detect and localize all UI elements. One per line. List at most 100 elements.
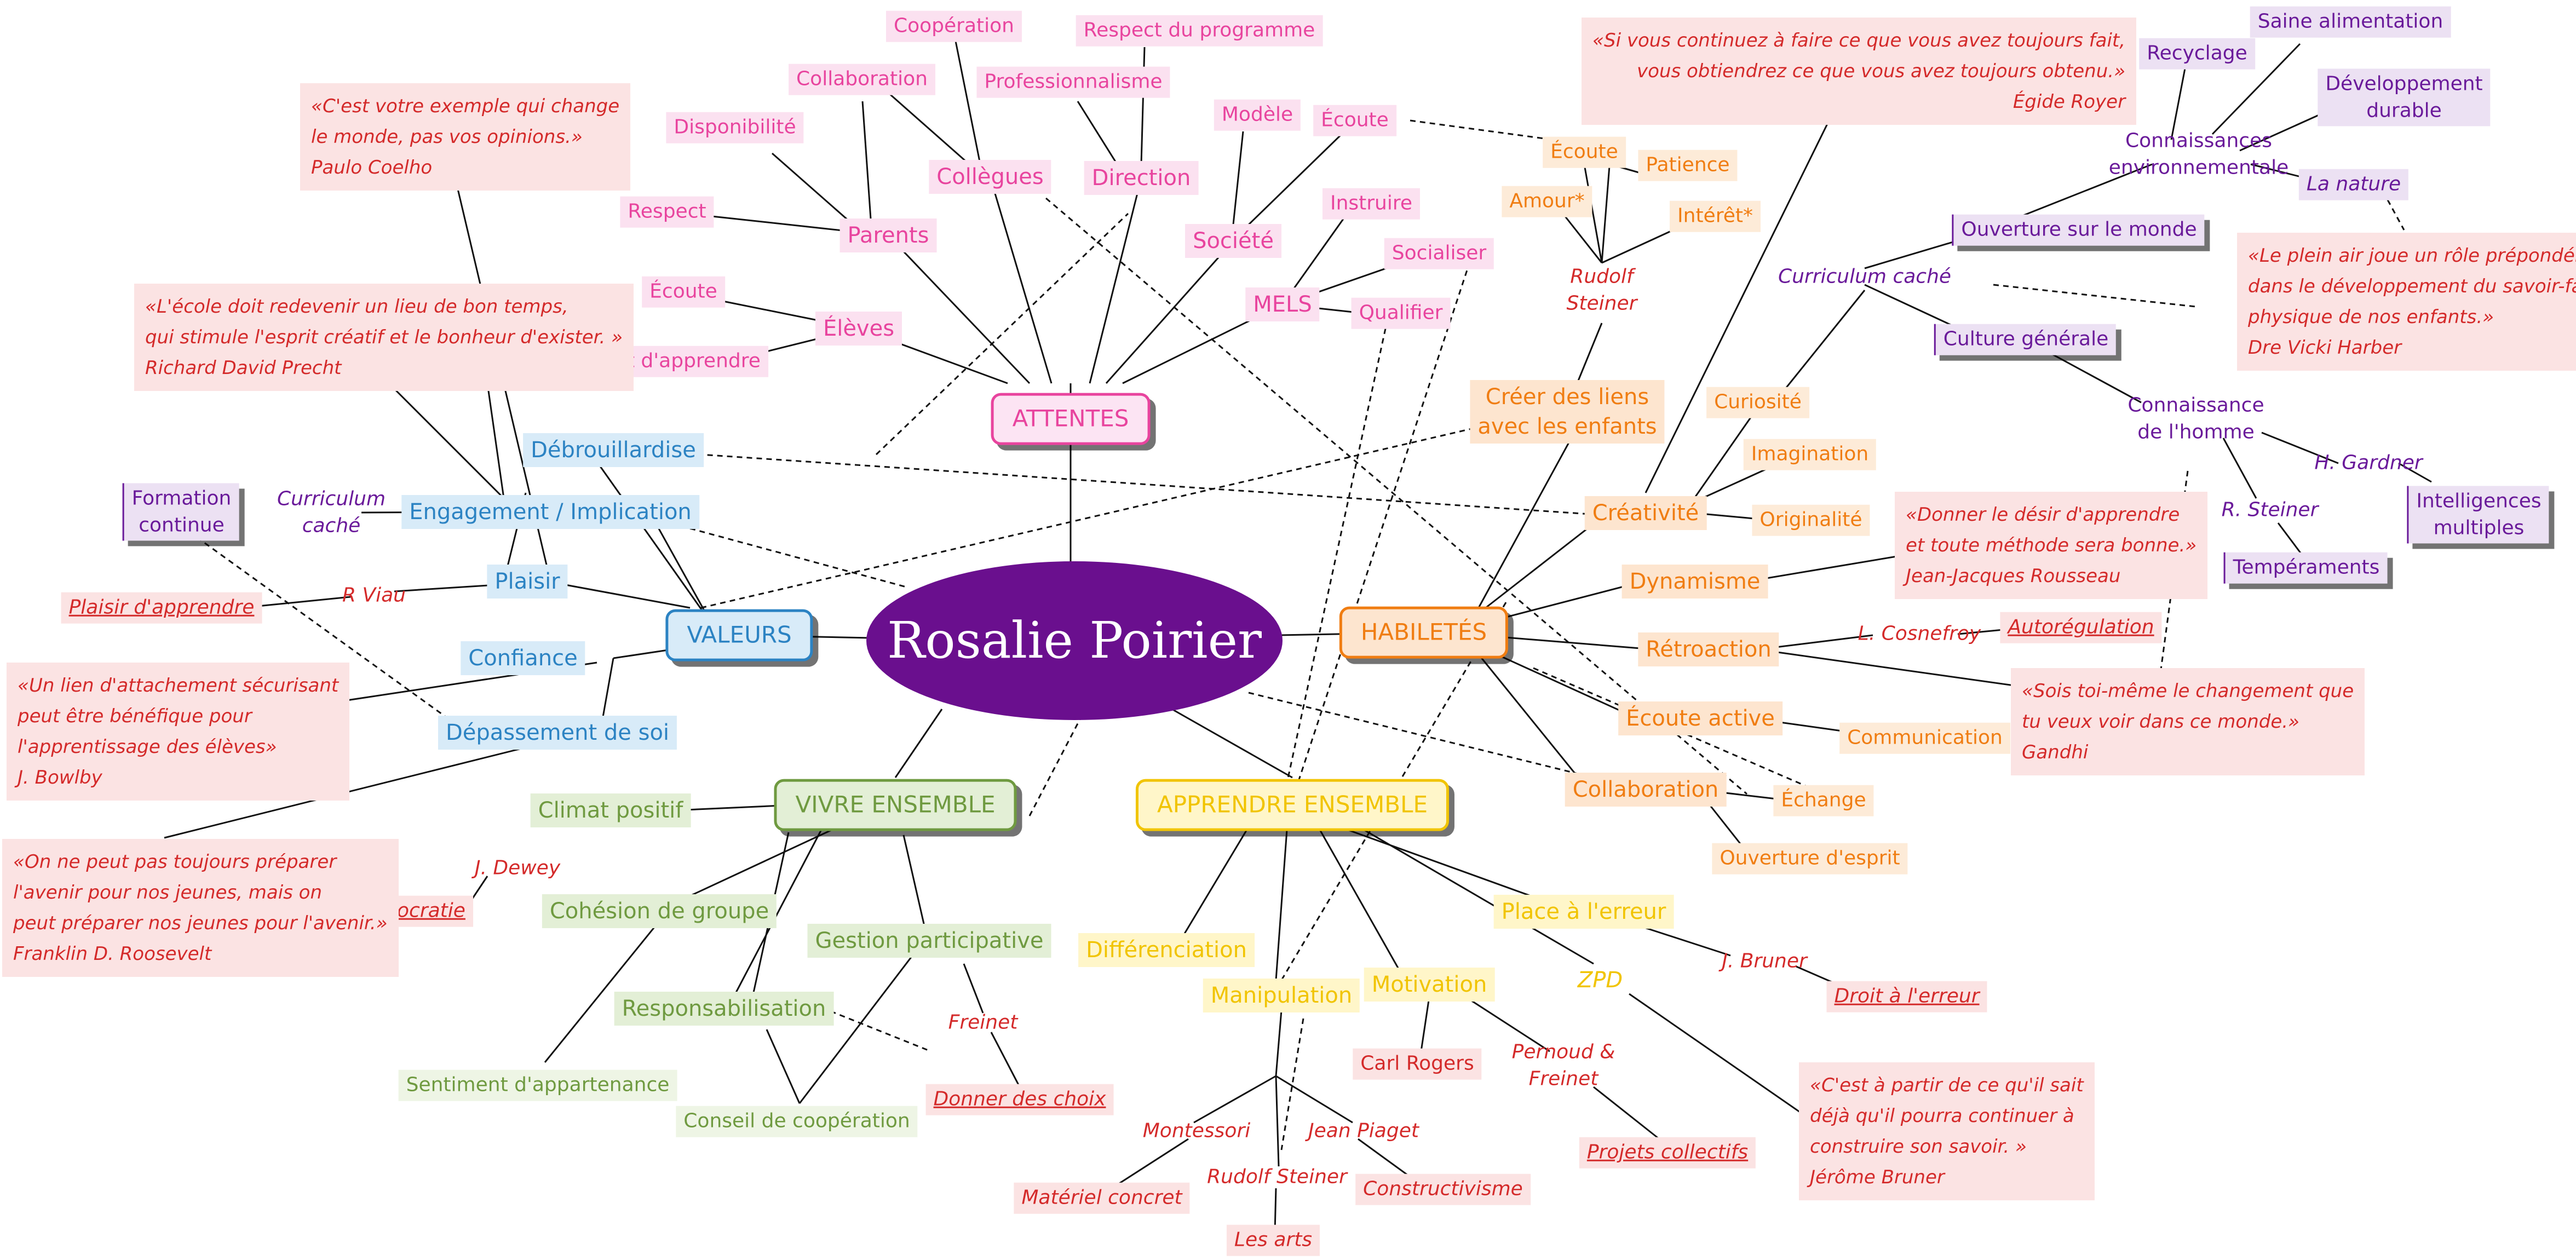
cc-la-nature[interactable]: La nature bbox=[2298, 169, 2409, 200]
cc-temperaments[interactable]: Tempéraments bbox=[2223, 552, 2388, 584]
quote-coelho[interactable]: «C'est votre exemple qui change le monde… bbox=[300, 83, 631, 191]
vivre-gestion[interactable]: Gestion participative bbox=[807, 924, 1051, 958]
cc-curriculum-cache[interactable]: Curriculum caché bbox=[1778, 265, 1952, 288]
habiletes-ecoute-active[interactable]: Écoute active bbox=[1618, 701, 1783, 735]
vivre-cohesion[interactable]: Cohésion de groupe bbox=[542, 894, 777, 928]
quote-bowlby[interactable]: «Un lien d'attachement sécurisant peut ê… bbox=[7, 663, 350, 801]
cc-gardner[interactable]: H. Gardner bbox=[2314, 451, 2423, 474]
habiletes-patience[interactable]: Patience bbox=[1638, 149, 1738, 181]
habiletes-retroaction[interactable]: Rétroaction bbox=[1638, 632, 1779, 666]
cc-steiner[interactable]: R. Steiner bbox=[2221, 498, 2319, 521]
attentes-modele[interactable]: Modèle bbox=[1214, 99, 1301, 131]
vivre-donner-choix[interactable]: Donner des choix bbox=[925, 1084, 1114, 1115]
quote-roosevelt[interactable]: «On ne peut pas toujours préparer l'aven… bbox=[2, 839, 399, 977]
apprendre-motivation[interactable]: Motivation bbox=[1364, 968, 1495, 1002]
branch-habiletes[interactable]: HABILETÉS bbox=[1339, 606, 1509, 659]
attentes-cooperation[interactable]: Coopération bbox=[886, 10, 1022, 42]
vivre-freinet[interactable]: Freinet bbox=[948, 1011, 1018, 1034]
attentes-socialiser[interactable]: Socialiser bbox=[1384, 238, 1494, 269]
habiletes-imagination[interactable]: Imagination bbox=[1743, 439, 1877, 470]
apprendre-place-erreur[interactable]: Place à l'erreur bbox=[1493, 895, 1674, 929]
attentes-mels[interactable]: MELS bbox=[1245, 287, 1320, 321]
cc-ouverture-monde[interactable]: Ouverture sur le monde bbox=[1952, 214, 2205, 246]
apprendre-projets-collectifs[interactable]: Projets collectifs bbox=[1579, 1137, 1756, 1169]
apprendre-materiel-concret[interactable]: Matériel concret bbox=[1014, 1182, 1190, 1214]
apprendre-jean-piaget[interactable]: Jean Piaget bbox=[1308, 1119, 1419, 1142]
attentes-collaboration[interactable]: Collaboration bbox=[789, 64, 935, 95]
cc-culture-generale[interactable]: Culture générale bbox=[1934, 324, 2117, 355]
apprendre-differenciation[interactable]: Différenciation bbox=[1078, 933, 1255, 967]
attentes-respect[interactable]: Respect bbox=[620, 196, 714, 228]
habiletes-communication[interactable]: Communication bbox=[1839, 722, 2010, 754]
branch-vivre-ensemble[interactable]: VIVRE ENSEMBLE bbox=[774, 779, 1017, 831]
attentes-instruire[interactable]: Instruire bbox=[1322, 188, 1421, 220]
quote-gandhi[interactable]: «Sois toi-même le changement que tu veux… bbox=[2011, 668, 2365, 776]
habiletes-creativite[interactable]: Créativité bbox=[1584, 496, 1707, 530]
attentes-qualifier[interactable]: Qualifier bbox=[1351, 297, 1451, 329]
habiletes-ecoute[interactable]: Écoute bbox=[1543, 136, 1626, 168]
habiletes-collaboration[interactable]: Collaboration bbox=[1565, 773, 1727, 807]
apprendre-manipulation[interactable]: Manipulation bbox=[1203, 979, 1360, 1012]
cc-recyclage[interactable]: Recyclage bbox=[2139, 38, 2255, 70]
valeurs-depassement[interactable]: Dépassement de soi bbox=[438, 716, 677, 750]
vivre-jdewey[interactable]: J. Dewey bbox=[474, 856, 561, 879]
branch-attentes[interactable]: ATTENTES bbox=[991, 393, 1151, 445]
apprendre-jbruner[interactable]: J. Bruner bbox=[1722, 950, 1807, 973]
habiletes-originalite[interactable]: Originalité bbox=[1752, 504, 1870, 536]
attentes-parents[interactable]: Parents bbox=[840, 218, 937, 252]
cc-saine-alimentation[interactable]: Saine alimentation bbox=[2250, 6, 2451, 38]
attentes-professionnalisme[interactable]: Professionnalisme bbox=[976, 66, 1170, 98]
habiletes-echange[interactable]: Échange bbox=[1773, 785, 1874, 816]
attentes-eleves[interactable]: Élèves bbox=[815, 312, 902, 346]
quote-bruner[interactable]: «C'est à partir de ce qu'il sait déjà qu… bbox=[1799, 1062, 2095, 1201]
apprendre-montessori[interactable]: Montessori bbox=[1142, 1119, 1251, 1142]
valeurs-rviau[interactable]: R Viau bbox=[342, 584, 406, 607]
quote-precht[interactable]: «L'école doit redevenir un lieu de bon t… bbox=[134, 284, 634, 392]
habiletes-cosnefroy[interactable]: L. Cosnefroy bbox=[1858, 622, 1981, 645]
vivre-climat-positif[interactable]: Climat positif bbox=[530, 793, 691, 827]
attentes-direction[interactable]: Direction bbox=[1084, 161, 1199, 195]
branch-apprendre-ensemble[interactable]: APPRENDRE ENSEMBLE bbox=[1135, 779, 1450, 831]
valeurs-debrouillardise[interactable]: Débrouillardise bbox=[523, 433, 704, 467]
quote-rousseau[interactable]: «Donner le désir d'apprendre et toute mé… bbox=[1895, 492, 2208, 600]
valeurs-plaisir-apprendre[interactable]: Plaisir d'apprendre bbox=[61, 592, 262, 624]
apprendre-pernoud-freinet[interactable]: Pernoud &Freinet bbox=[1512, 1039, 1615, 1092]
apprendre-zpd[interactable]: ZPD bbox=[1577, 968, 1623, 993]
attentes-ecoute-eleves[interactable]: Écoute bbox=[642, 276, 725, 308]
attentes-ecoute-societe[interactable]: Écoute bbox=[1313, 105, 1396, 136]
habiletes-curiosite[interactable]: Curiosité bbox=[1706, 387, 1809, 418]
apprendre-droit-erreur[interactable]: Droit à l'erreur bbox=[1826, 981, 1987, 1012]
attentes-collegues[interactable]: Collègues bbox=[929, 160, 1051, 194]
apprendre-rudolf-steiner[interactable]: Rudolf Steiner bbox=[1207, 1165, 1347, 1188]
center-node[interactable]: Rosalie Poirier bbox=[866, 561, 1283, 720]
habiletes-dynamisme[interactable]: Dynamisme bbox=[1622, 565, 1768, 599]
habiletes-autoregulation[interactable]: Autorégulation bbox=[2000, 612, 2162, 643]
vivre-responsabilisation[interactable]: Responsabilisation bbox=[614, 992, 834, 1026]
apprendre-constructivisme[interactable]: Constructivisme bbox=[1355, 1173, 1531, 1205]
vivre-sentiment[interactable]: Sentiment d'appartenance bbox=[398, 1069, 677, 1101]
apprendre-les-arts[interactable]: Les arts bbox=[1226, 1224, 1320, 1256]
habiletes-amour[interactable]: Amour* bbox=[1502, 186, 1592, 217]
quote-harber[interactable]: «Le plein air joue un rôle prépondérant … bbox=[2237, 233, 2576, 371]
branch-valeurs[interactable]: VALEURS bbox=[665, 609, 813, 661]
connector bbox=[1232, 131, 1244, 225]
attentes-respect-programme[interactable]: Respect du programme bbox=[1076, 15, 1323, 47]
valeurs-plaisir[interactable]: Plaisir bbox=[487, 565, 568, 599]
attentes-societe[interactable]: Société bbox=[1185, 224, 1281, 258]
valeurs-engagement[interactable]: Engagement / Implication bbox=[401, 495, 699, 529]
attentes-disponibilite[interactable]: Disponibilité bbox=[666, 112, 804, 143]
quote-royer[interactable]: «Si vous continuez à faire ce que vous a… bbox=[1582, 18, 2137, 125]
valeurs-confiance[interactable]: Confiance bbox=[461, 641, 585, 675]
vivre-conseil[interactable]: Conseil de coopération bbox=[676, 1106, 918, 1137]
habiletes-ouverture-esprit[interactable]: Ouverture d'esprit bbox=[1712, 843, 1908, 874]
habiletes-interet[interactable]: Intérêt* bbox=[1670, 200, 1761, 232]
apprendre-carl-rogers[interactable]: Carl Rogers bbox=[1353, 1048, 1482, 1080]
